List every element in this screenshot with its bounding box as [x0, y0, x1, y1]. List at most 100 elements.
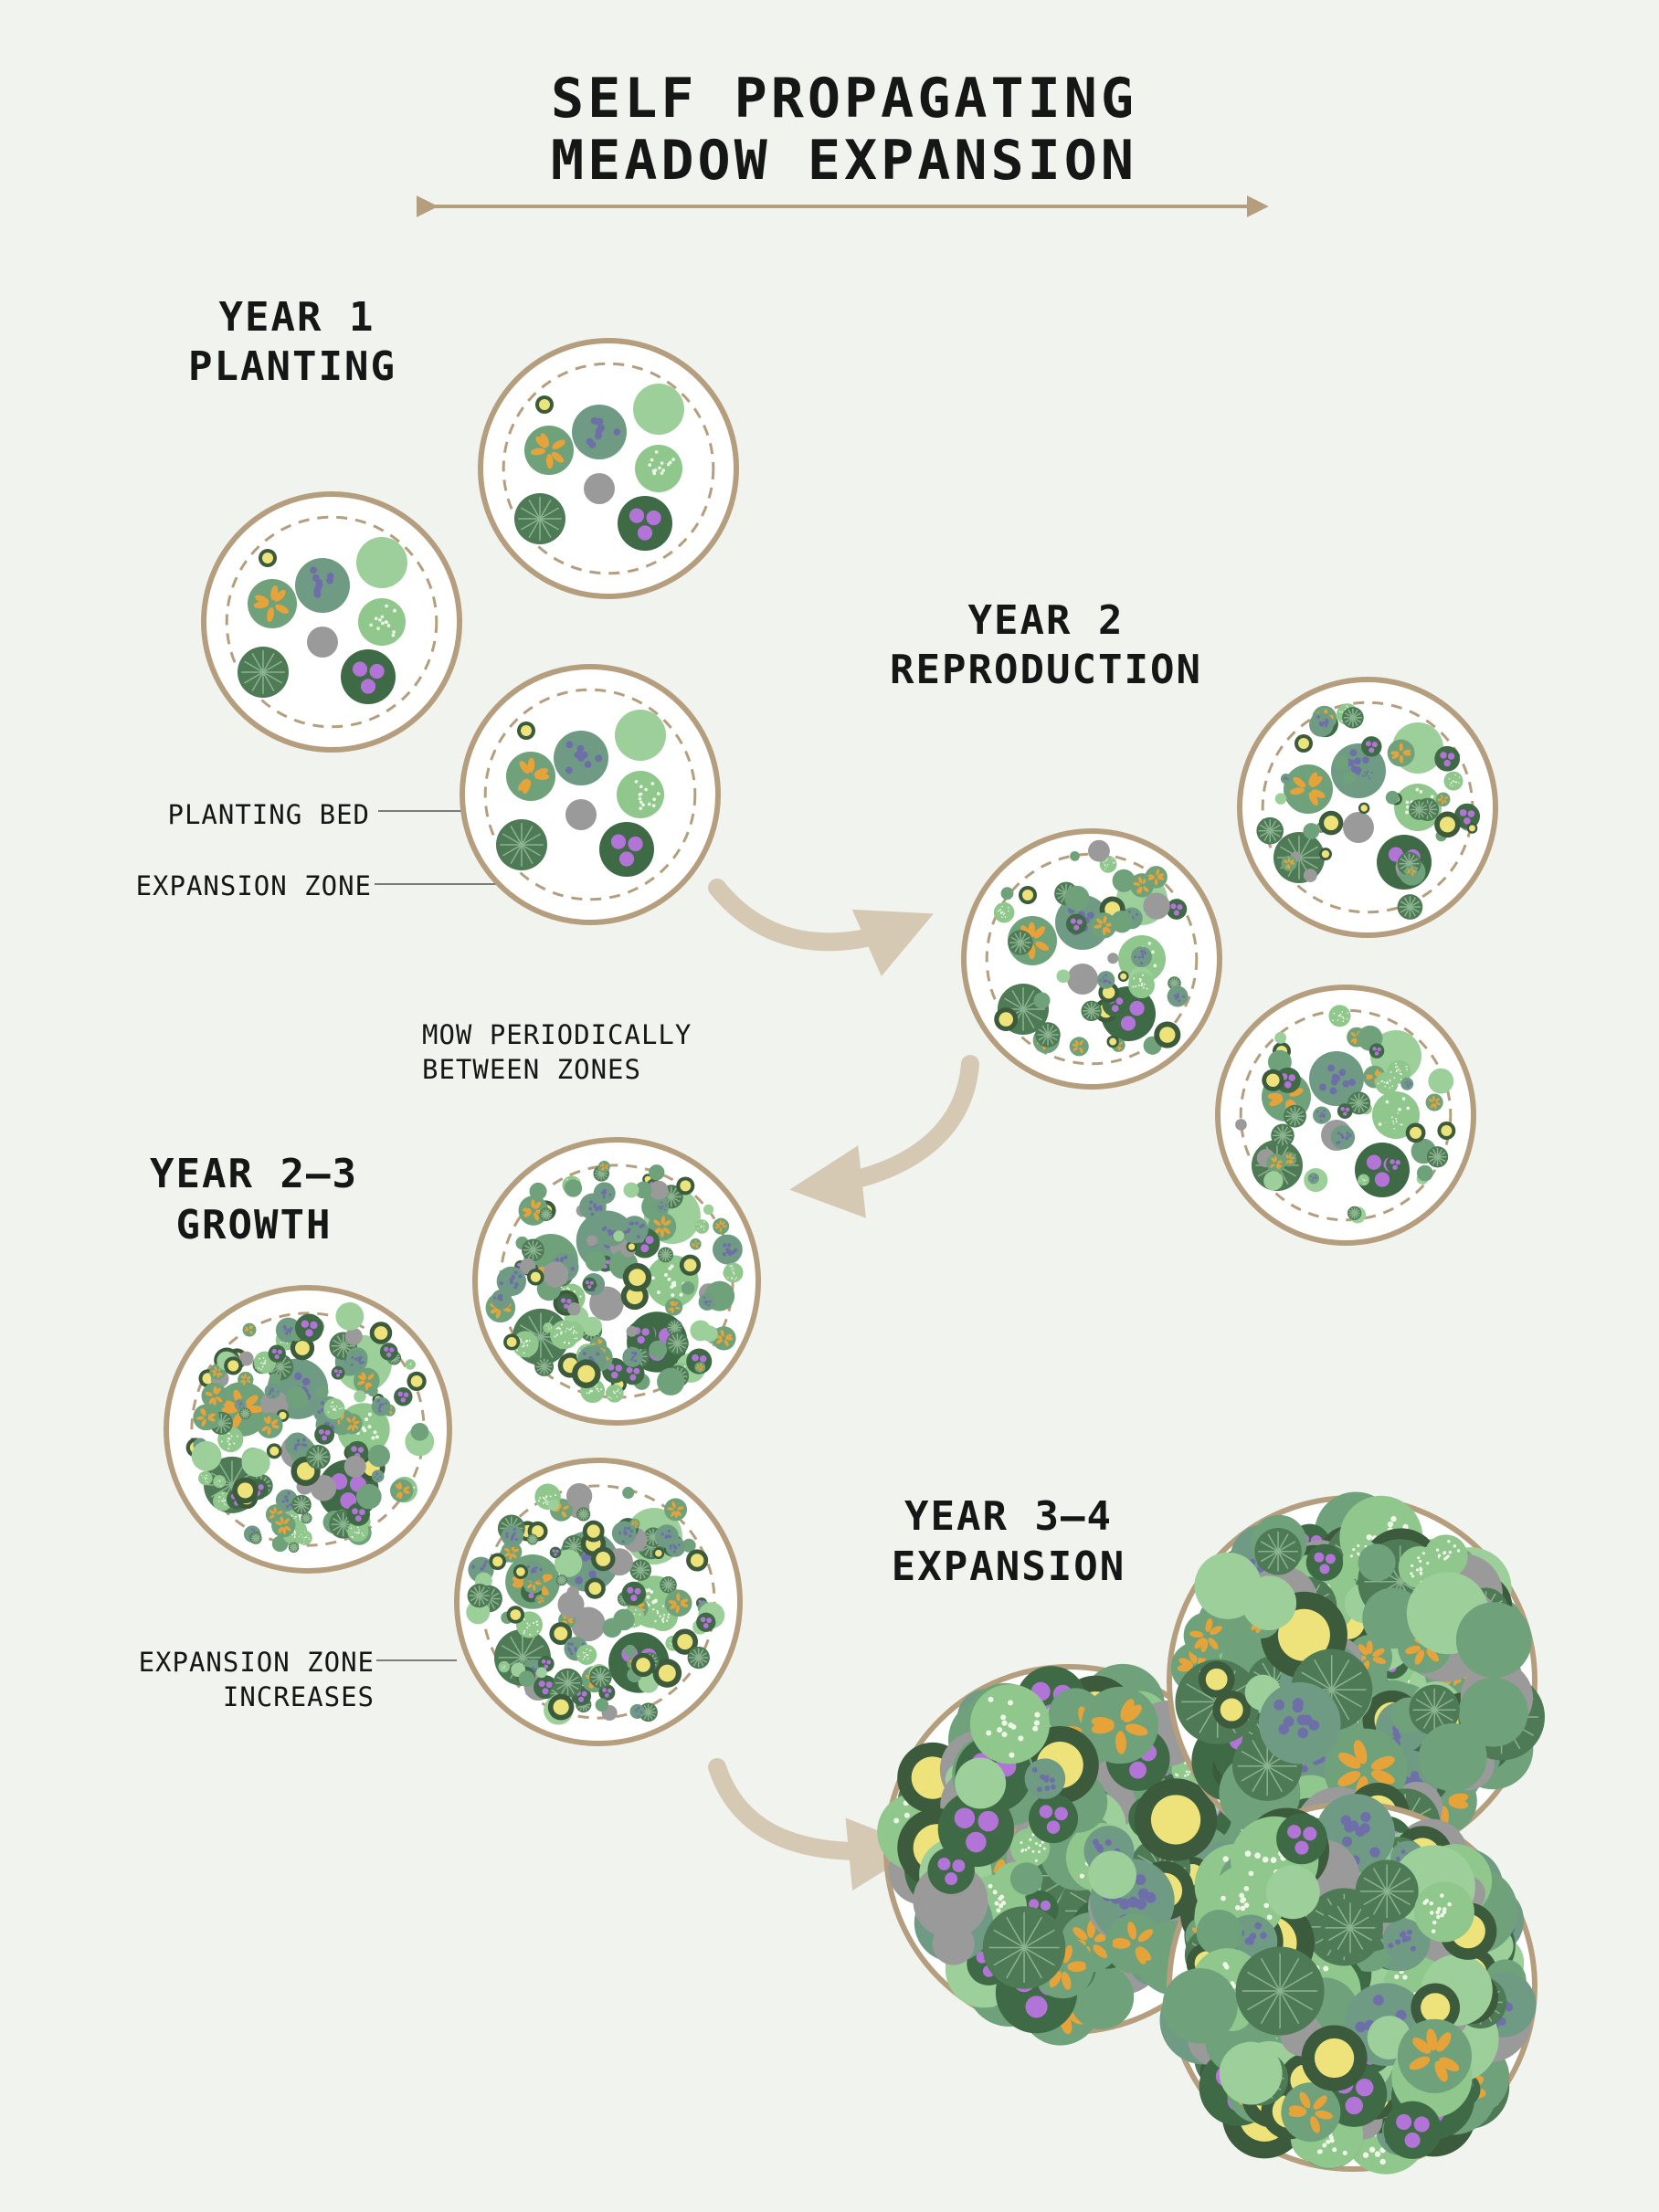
blue-bloom: [727, 1243, 732, 1248]
blue-bloom: [1174, 996, 1178, 1000]
blue-bloom: [511, 1275, 516, 1280]
purple-bloom: [352, 1508, 358, 1515]
white-bloom: [1395, 1121, 1398, 1123]
purple-bloom: [1054, 1806, 1068, 1821]
orange-bloom: [1289, 1088, 1304, 1097]
orange-bloom: [522, 1207, 532, 1213]
orange-bloom: [1284, 859, 1289, 864]
purple-bloom: [318, 1428, 324, 1435]
white-bloom: [1365, 1179, 1367, 1181]
grass-blade: [1409, 906, 1416, 917]
white-bloom: [264, 1363, 266, 1364]
purple-bloom: [305, 1329, 313, 1337]
purple-bloom: [637, 1335, 645, 1344]
white-bloom: [361, 1533, 364, 1534]
white-bloom: [327, 1411, 330, 1413]
orange-bloom: [1273, 1155, 1277, 1163]
white-bloom: [220, 1440, 223, 1443]
white-bloom: [1362, 1178, 1364, 1180]
yellow-bloom: [227, 1360, 239, 1372]
orange-bloom: [1432, 1095, 1435, 1101]
orange-bloom: [694, 1239, 697, 1244]
white-bloom: [1001, 1732, 1008, 1738]
white-bloom: [1107, 864, 1109, 866]
white-bloom: [988, 1883, 993, 1889]
white-bloom: [1400, 1073, 1402, 1076]
grey-clump: [343, 1455, 366, 1478]
blue-bloom: [293, 1447, 298, 1451]
blue-bloom: [1411, 1082, 1413, 1085]
grass-blade: [1276, 1126, 1284, 1136]
orange-bloom: [601, 1166, 604, 1171]
grass-blade: [1083, 1010, 1093, 1016]
white-bloom: [589, 1390, 591, 1393]
white-bloom: [1001, 1720, 1008, 1726]
yellow-bloom: [1321, 849, 1330, 858]
seedling: [1112, 869, 1136, 892]
white-bloom: [554, 1335, 556, 1338]
blue-bloom: [1092, 1838, 1099, 1846]
light-grass-clump: [623, 1182, 639, 1198]
white-bloom: [610, 1397, 612, 1399]
light-grass-clump: [1263, 1171, 1284, 1191]
grass-blade: [219, 1463, 233, 1486]
orange-bloom: [1308, 772, 1318, 786]
blue-bloom: [589, 1200, 593, 1205]
white-bloom: [332, 1408, 334, 1411]
blue-bloom: [526, 1565, 530, 1569]
white-bloom: [1392, 1122, 1395, 1124]
blue-flower-clump: [1096, 971, 1115, 989]
white-bloom: [227, 1448, 230, 1450]
white-bloom: [666, 462, 671, 467]
blue-bloom: [1050, 1777, 1055, 1784]
purple-bloom: [1076, 919, 1083, 925]
white-bloom: [1395, 1062, 1398, 1065]
purple-bloom: [646, 510, 661, 526]
blue-bloom: [1323, 1109, 1326, 1112]
blue-bloom: [623, 1526, 628, 1531]
blue-bloom: [294, 1443, 298, 1448]
white-bloom: [1175, 1773, 1178, 1776]
blue-bloom: [539, 1568, 543, 1572]
purple-bloom: [333, 1369, 338, 1374]
white-bloom: [1395, 1117, 1397, 1120]
white-bloom: [570, 1327, 573, 1330]
planting-plots: [164, 338, 1545, 2175]
light-grass-clump: [955, 1757, 1007, 1809]
white-bloom: [1079, 1873, 1084, 1879]
blue-bloom: [637, 1715, 639, 1718]
purple-bloom: [604, 1692, 609, 1698]
white-bloom: [1137, 984, 1140, 986]
grass-blade: [1086, 1003, 1093, 1012]
grass-blade: [1400, 858, 1410, 865]
seedling: [1110, 910, 1134, 933]
blue-bloom: [731, 1250, 735, 1255]
blue-bloom: [514, 1282, 519, 1287]
blue-bloom: [580, 751, 588, 759]
grass-blade: [1020, 942, 1027, 953]
white-bloom: [523, 1342, 525, 1344]
white-bloom: [1143, 983, 1146, 985]
grass-blade: [668, 1338, 678, 1344]
blue-bloom: [722, 1252, 726, 1257]
white-bloom: [619, 1392, 621, 1395]
orange-bloom: [365, 1383, 369, 1391]
white-bloom: [733, 1268, 734, 1269]
white-bloom: [545, 1324, 547, 1326]
purple-bloom: [545, 1681, 553, 1689]
white-bloom: [523, 1344, 525, 1347]
blue-bloom: [1329, 1087, 1337, 1095]
purple-bloom: [1464, 816, 1471, 825]
grass-blade: [671, 1187, 677, 1197]
white-bloom: [544, 1497, 546, 1500]
white-bloom: [1401, 1097, 1406, 1101]
orange-bloom: [719, 1227, 723, 1233]
purple-bloom: [1371, 742, 1378, 748]
grass-blade: [1010, 936, 1021, 943]
purple-bloom: [324, 1429, 331, 1436]
white-bloom: [569, 1328, 572, 1331]
orange-flower-clump: [257, 1412, 283, 1438]
orange-bloom: [244, 1374, 247, 1379]
white-bloom: [1341, 711, 1344, 713]
orange-bloom: [1437, 798, 1442, 801]
